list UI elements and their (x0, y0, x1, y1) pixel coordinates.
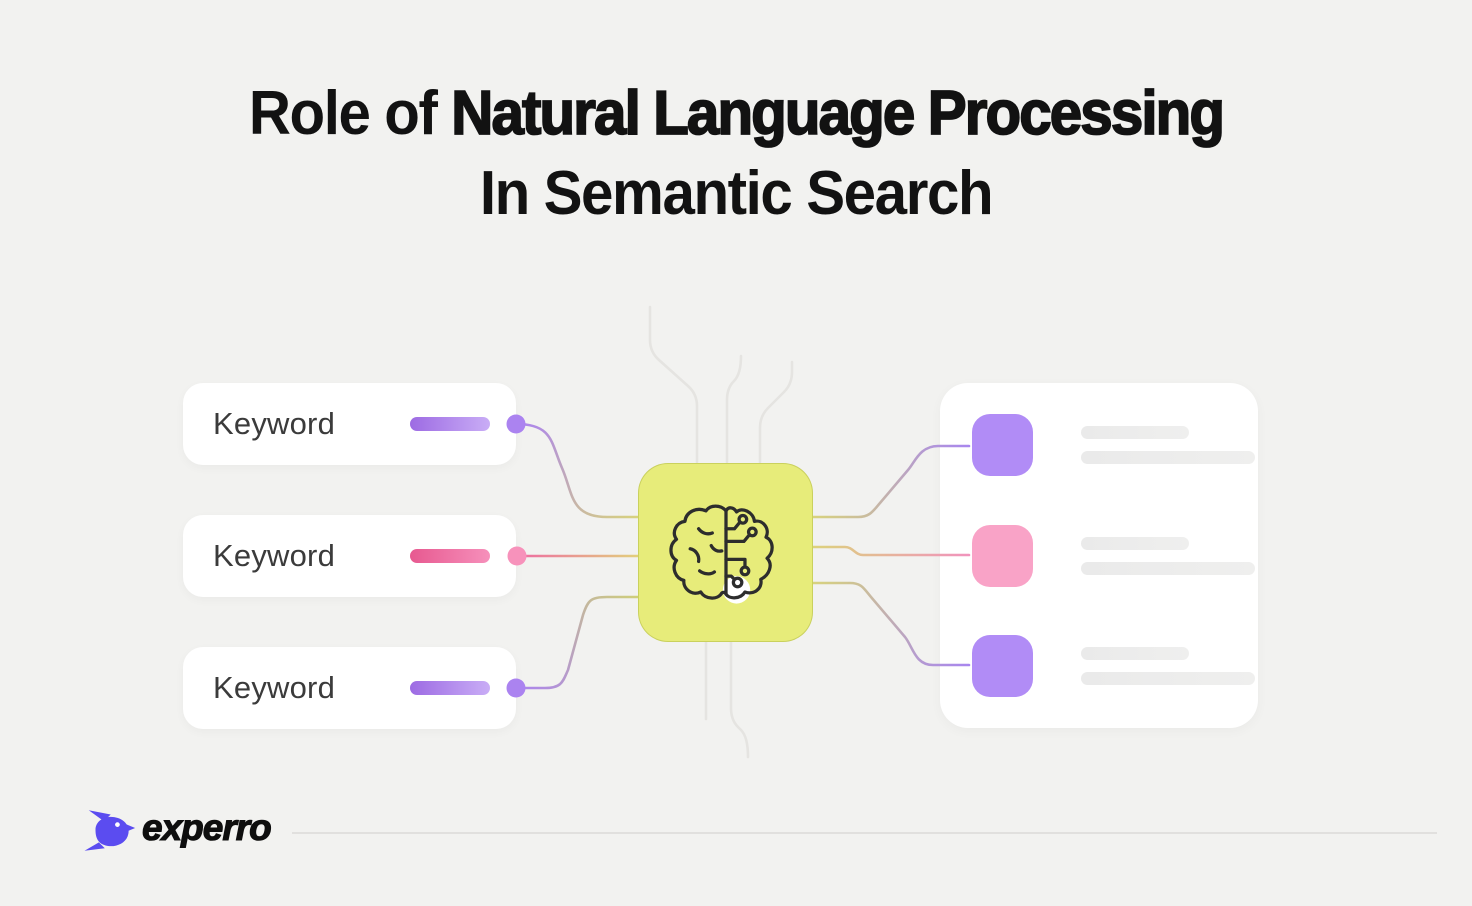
keyword-label: Keyword (213, 406, 336, 441)
keyword-label: Keyword (213, 538, 336, 573)
result-thumbnail (972, 414, 1033, 476)
page-title: Role of Natural Language Processing In S… (44, 74, 1428, 234)
result-row (972, 635, 1255, 697)
title-line1-emphasis: Natural Language Processing (450, 78, 1225, 149)
keyword-card-3: Keyword (183, 647, 516, 729)
title-line1: Role of Natural Language Processing (248, 78, 1226, 149)
result-thumbnail (972, 525, 1033, 587)
results-panel (940, 383, 1258, 728)
keyword-strength-bar (410, 549, 490, 563)
skeleton-text-long (1081, 672, 1255, 685)
title-line2: In Semantic Search (479, 159, 994, 228)
nlp-processor-chip (638, 463, 813, 642)
keyword-strength-bar (410, 417, 490, 431)
keyword-card-1: Keyword (183, 383, 516, 465)
footer-divider-line (292, 832, 1437, 834)
brand-logo: experro (82, 804, 272, 852)
brand-name: experro (141, 806, 272, 848)
skeleton-text-short (1081, 537, 1189, 550)
skeleton-text-long (1081, 451, 1255, 464)
skeleton-text-long (1081, 562, 1255, 575)
result-row (972, 525, 1255, 587)
skeleton-text-short (1081, 647, 1189, 660)
keyword-card-2: Keyword (183, 515, 516, 597)
keyword-strength-bar (410, 681, 490, 695)
bird-logo-icon (84, 810, 136, 851)
brain-circuit-icon (668, 503, 774, 604)
result-row (972, 414, 1255, 476)
result-thumbnail (972, 635, 1033, 697)
title-line1-prefix: Role of (248, 79, 452, 148)
keyword-label: Keyword (213, 670, 336, 705)
skeleton-text-short (1081, 426, 1189, 439)
